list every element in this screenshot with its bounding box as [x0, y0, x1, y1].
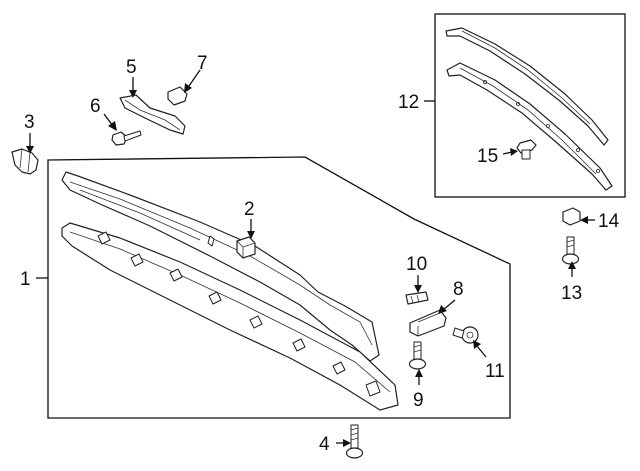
callout-8: 8: [453, 279, 464, 300]
clip-nut-14: [562, 207, 581, 226]
push-retainer-11: [452, 326, 479, 344]
bracket-8: [409, 309, 447, 337]
callout-1: 1: [20, 269, 31, 290]
callout-5: 5: [126, 57, 137, 78]
callout-14: 14: [598, 211, 620, 232]
callout-3: 3: [24, 112, 35, 133]
callout-7: 7: [197, 53, 208, 74]
bolt-9: [408, 341, 427, 370]
callout-12: 12: [398, 92, 419, 113]
bolt-4: [345, 424, 364, 459]
callout-4: 4: [319, 434, 330, 455]
roof-molding-12: [445, 27, 613, 191]
leader-lines: [26, 69, 595, 447]
callout-11: 11: [485, 361, 505, 382]
stud-15: [516, 139, 537, 160]
clip-7: [167, 86, 188, 106]
callout-13: 13: [561, 283, 582, 304]
rocker-panel-lower: [61, 222, 399, 411]
callout-15: 15: [477, 146, 498, 167]
bolt-13: [561, 236, 580, 265]
rocker-group-frame: [47, 156, 511, 419]
callout-2: 2: [244, 199, 255, 220]
callout-9: 9: [413, 390, 424, 411]
callout-6: 6: [90, 96, 101, 117]
push-pin-3: [11, 148, 39, 175]
molding-group-frame: [434, 13, 626, 198]
callout-10: 10: [406, 254, 427, 275]
screw-6: [111, 130, 142, 146]
clip-10: [405, 291, 429, 305]
bracket-5: [119, 94, 186, 135]
clip-nut-2: [236, 236, 256, 259]
